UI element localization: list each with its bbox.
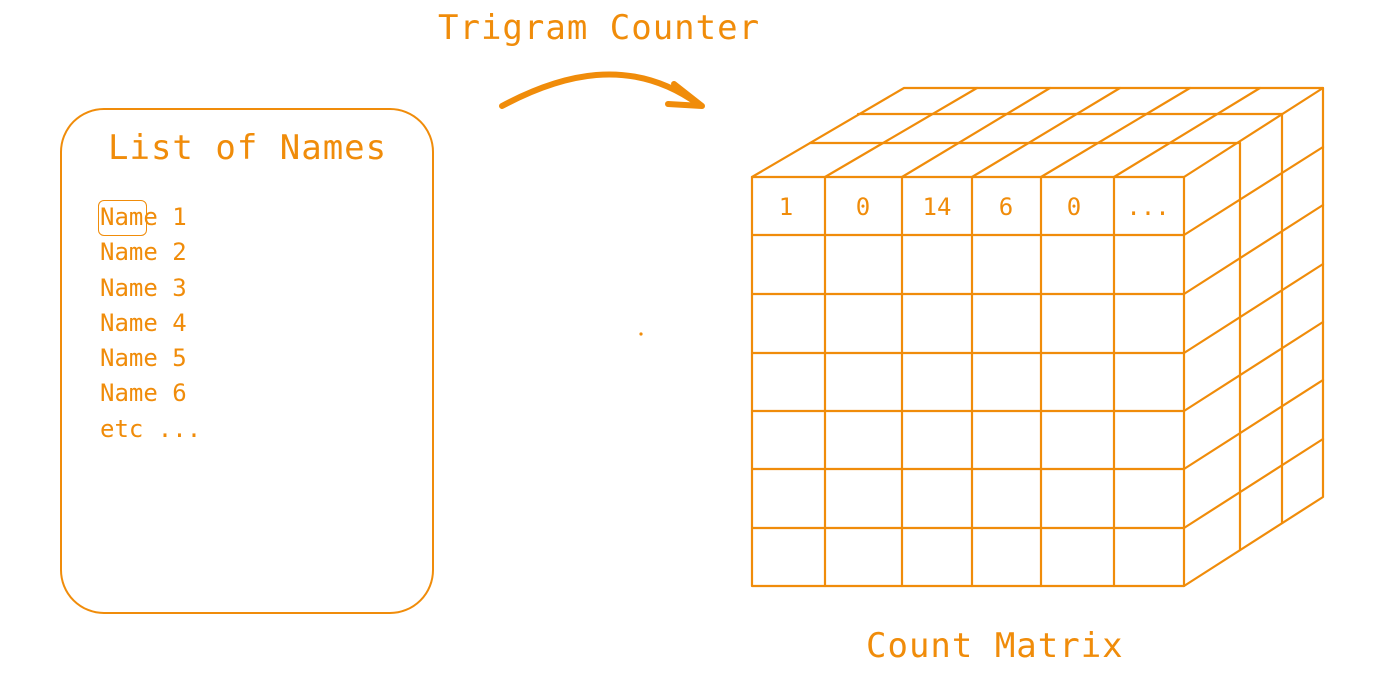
matrix-cell-value: 14 [922, 193, 952, 221]
top-face [750, 86, 1325, 179]
matrix-cell-value: 0 [1066, 193, 1082, 221]
list-item: Name 5 [100, 344, 187, 373]
list-item: etc ... [100, 414, 202, 443]
list-item: Name 3 [100, 273, 187, 302]
names-panel-title: List of Names [108, 128, 388, 168]
matrix-label: Count Matrix [866, 626, 1124, 666]
names-list: Name 1 Name 2 Name 3 Name 4 Name 5 Name … [100, 200, 201, 447]
names-panel [60, 108, 434, 614]
matrix-cell-value: ... [1126, 193, 1170, 221]
arrow-head-icon [665, 81, 705, 109]
name-highlight-box [98, 200, 147, 236]
matrix-cell-value: 0 [855, 193, 871, 221]
matrix-cell-value: 1 [778, 193, 794, 221]
matrix-cell-value: 6 [998, 193, 1014, 221]
curved-arrow-shaft [499, 71, 701, 109]
front-face [750, 175, 1186, 588]
list-item: Name 6 [100, 379, 187, 408]
right-face [1182, 86, 1325, 588]
arrow-label: Trigram Counter [438, 8, 761, 48]
list-item: Name 2 [100, 238, 187, 267]
list-item: Name 1 [100, 203, 187, 231]
stray-dot [639, 332, 643, 336]
list-item: Name 4 [100, 308, 187, 337]
